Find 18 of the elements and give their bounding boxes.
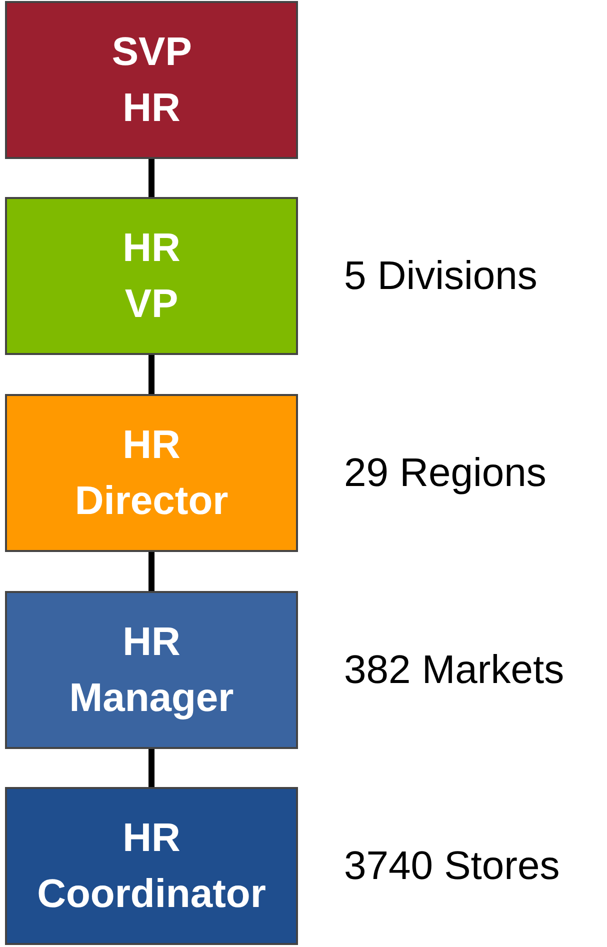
role-title: HR VP [122,225,180,328]
role-title: HR Director [74,422,228,525]
count-label: 382 Markets [344,647,564,694]
role-box [5,1,298,159]
count-label: 3740 Stores [344,843,560,890]
role-title: HR Coordinator [37,815,266,918]
role-box [5,787,298,945]
role-box [5,197,298,355]
connector-line [148,355,154,394]
count-label: 29 Regions [344,450,546,497]
count-label: 5 Divisions [344,253,538,300]
role-title: SVP HR [112,29,192,132]
connector-line [148,552,154,591]
role-box [5,394,298,552]
connector-line [148,749,154,787]
connector-line [148,159,154,197]
role-title: HR Manager [69,619,234,722]
role-box [5,591,298,749]
